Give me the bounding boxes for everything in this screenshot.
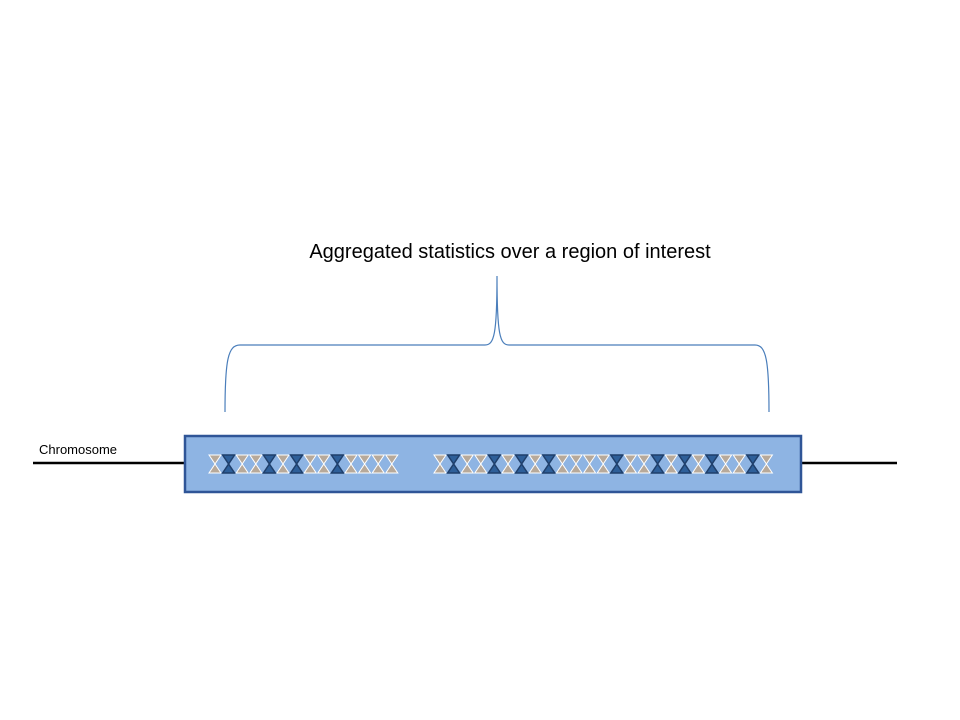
variant-marker-right	[718, 454, 733, 474]
chromosome-label: Chromosome	[39, 442, 117, 457]
variant-marker-left	[208, 454, 222, 474]
variant-marker-right	[759, 454, 774, 474]
variant-markers	[208, 454, 774, 474]
highlighted-variant-marker-right	[650, 454, 666, 474]
variant-marker-left	[276, 454, 290, 474]
variant-marker-right	[501, 454, 515, 474]
variant-marker-left	[357, 454, 372, 474]
region-brace	[224, 275, 770, 413]
variant-marker-left	[248, 454, 263, 474]
variant-marker-right	[596, 454, 611, 474]
highlighted-variant-marker-right	[514, 454, 530, 474]
highlighted-variant-marker-left	[289, 454, 305, 474]
variant-marker-right	[691, 454, 706, 474]
variant-marker-left	[384, 454, 399, 474]
variant-marker-left	[235, 454, 250, 474]
variant-marker-right	[623, 454, 638, 474]
variant-marker-right	[460, 454, 475, 474]
highlighted-variant-marker-right	[704, 454, 720, 474]
variant-marker-right	[569, 454, 583, 474]
highlighted-variant-marker-right	[446, 454, 462, 474]
region-of-interest-box	[183, 434, 803, 494]
highlighted-variant-marker-right	[677, 454, 693, 474]
highlighted-variant-marker-left	[261, 454, 277, 474]
variant-marker-right	[555, 454, 570, 474]
diagram-title: Aggregated statistics over a region of i…	[309, 241, 711, 263]
highlighted-variant-marker-left	[221, 454, 237, 474]
variant-marker-right	[473, 454, 488, 474]
variant-marker-right	[433, 454, 447, 474]
variant-marker-right	[637, 454, 651, 474]
variant-marker-left	[371, 454, 386, 474]
variant-marker-left	[303, 454, 318, 474]
variant-marker-left	[316, 454, 331, 474]
variant-marker-right	[582, 454, 597, 474]
highlighted-variant-marker-right	[486, 454, 502, 474]
variant-marker-right	[528, 454, 543, 474]
highlighted-variant-marker-right	[541, 454, 557, 474]
variant-marker-right	[732, 454, 747, 474]
variant-marker-left	[344, 454, 358, 474]
highlighted-variant-marker-right	[745, 454, 761, 474]
highlighted-variant-marker-left	[329, 454, 345, 474]
variant-marker-right	[664, 454, 679, 474]
highlighted-variant-marker-right	[609, 454, 625, 474]
